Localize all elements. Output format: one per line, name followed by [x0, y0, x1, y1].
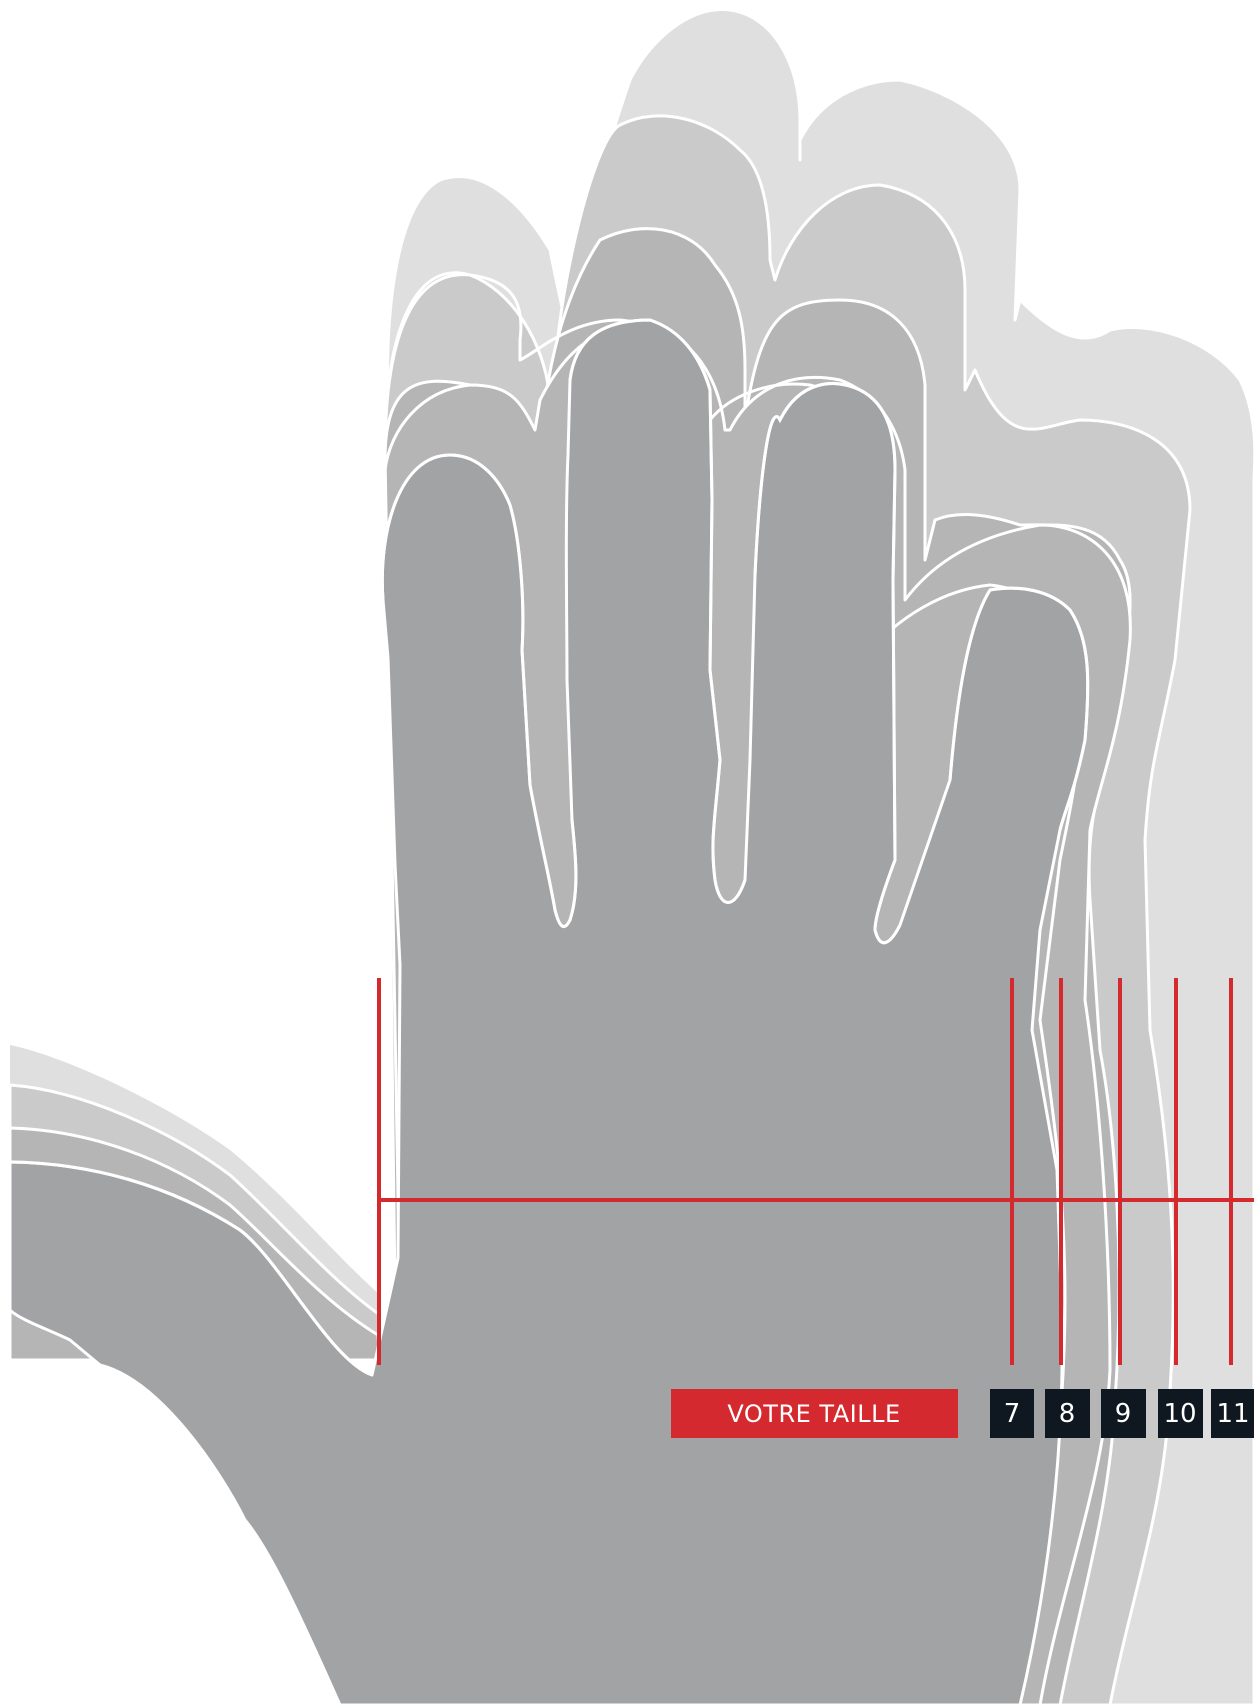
size-label-10: 10: [1163, 1399, 1196, 1429]
size-box-7: 7: [990, 1389, 1034, 1438]
size-box-9: 9: [1101, 1389, 1146, 1438]
your-size-label: VOTRE TAILLE: [727, 1400, 900, 1428]
size-label-11: 11: [1216, 1399, 1249, 1429]
your-size-badge: VOTRE TAILLE: [671, 1389, 958, 1438]
size-box-10: 10: [1158, 1389, 1203, 1438]
size-label-8: 8: [1059, 1399, 1076, 1429]
size-box-11: 11: [1211, 1389, 1254, 1438]
size-box-8: 8: [1045, 1389, 1090, 1438]
size-boxes: 7 8 9 10 11: [990, 1389, 1254, 1438]
size-label-9: 9: [1115, 1399, 1132, 1429]
size-label-7: 7: [1004, 1399, 1021, 1429]
